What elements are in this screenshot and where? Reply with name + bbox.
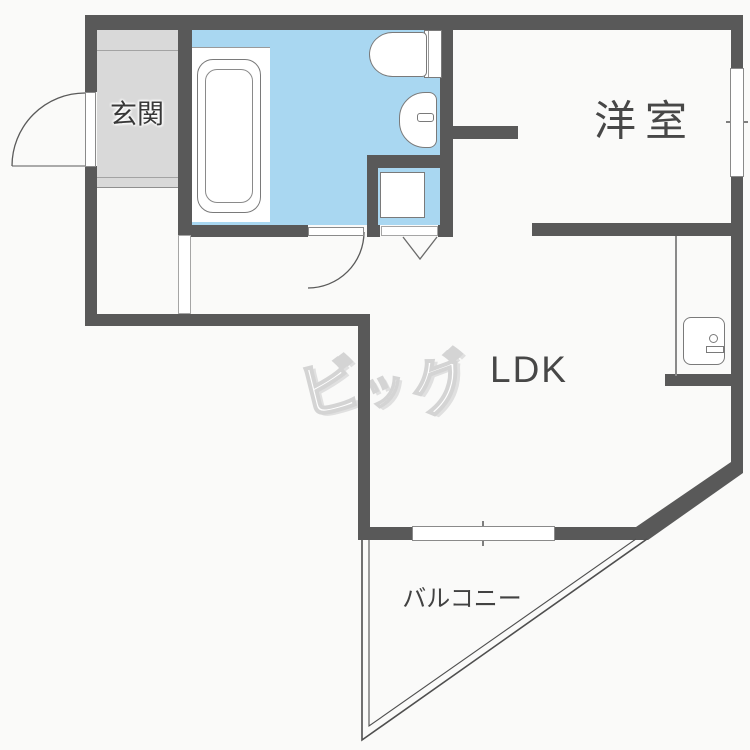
bathtub-inner	[205, 69, 253, 203]
entrance-door-swing-icon	[11, 92, 86, 167]
wall-right-upper	[731, 15, 743, 68]
washroom-door-leaf	[308, 227, 364, 236]
washbasin-faucet	[417, 113, 434, 122]
watermark-logo: ビ ッ グ	[291, 338, 484, 431]
wall-ldk-south-left	[358, 527, 412, 540]
toilet-icon	[369, 32, 427, 77]
kitchen-faucet-bar	[706, 346, 724, 353]
kitchen-counter-edge	[675, 236, 677, 376]
wall-diagonal	[636, 462, 743, 540]
balcony-outline-inner	[368, 538, 637, 728]
washing-machine-pan-icon	[380, 172, 425, 218]
kitchen-faucet-knob	[709, 334, 718, 343]
wall-kitchen-stub	[665, 374, 743, 386]
wall-left-upper	[85, 15, 97, 92]
wall-alcove-left	[367, 155, 378, 225]
folding-door-icon	[402, 236, 438, 261]
wall-left-lower	[85, 166, 97, 326]
wall-alcove-top	[367, 155, 440, 168]
label-ldk: LDK	[490, 349, 568, 390]
wall-washroom-west	[178, 15, 192, 237]
wall-washroom-east	[440, 15, 453, 237]
wall-western-room-south	[532, 223, 743, 236]
opening-alcove	[381, 226, 438, 236]
label-western-room: 洋室	[593, 97, 697, 145]
watermark-char: グ	[400, 341, 484, 429]
balcony-outline-outer	[361, 538, 648, 742]
wall-washroom-south-left	[178, 225, 308, 237]
entrance-door-leaf	[85, 92, 96, 167]
wall-western-room-stub	[453, 126, 518, 139]
wall-ldk-northwest	[85, 314, 370, 326]
wall-washroom-south-mid	[367, 225, 380, 237]
wall-right-lower	[731, 177, 743, 465]
washroom-door-swing-icon	[307, 231, 365, 289]
genkan-step-line	[97, 177, 178, 178]
wall-top	[85, 15, 743, 30]
genkan-floor	[97, 30, 178, 188]
window-western-room	[730, 68, 744, 177]
window-ldk	[412, 526, 555, 541]
kitchen-sink-icon	[683, 317, 725, 365]
wall-ldk-west	[358, 314, 370, 540]
genkan-step-line	[97, 50, 178, 51]
wall-ldk-south-right	[555, 527, 640, 540]
wall-washroom-south-right	[438, 225, 453, 237]
toilet-tank-seam	[428, 31, 429, 77]
label-balcony: バルコニー	[402, 585, 522, 613]
opening-hall-to-ldk	[178, 235, 191, 314]
label-genkan: 玄関	[110, 99, 164, 130]
